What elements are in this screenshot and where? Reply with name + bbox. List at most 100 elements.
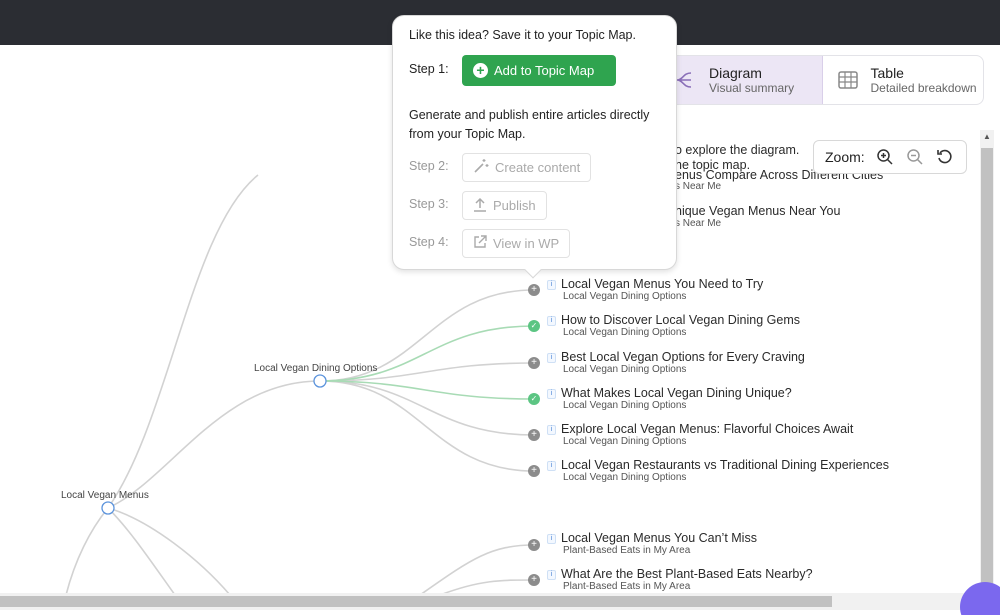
table-icon bbox=[837, 70, 859, 90]
edge-root-down3 bbox=[65, 507, 109, 596]
zoom-label: Zoom: bbox=[825, 149, 865, 165]
add-status-icon[interactable]: + bbox=[528, 284, 540, 296]
popup-intro: Like this idea? Save it to your Topic Ma… bbox=[409, 28, 636, 42]
root-node-label[interactable]: Local Vegan Menus bbox=[61, 490, 149, 501]
edge-root-dining bbox=[107, 380, 321, 509]
leaf-subtitle: Plant-Based Eats in My Area bbox=[563, 581, 691, 592]
leaf-title: What Makes Local Vegan Dining Unique? bbox=[561, 386, 792, 400]
dining-node bbox=[313, 374, 327, 388]
leaf-title: How to Discover Local Vegan Dining Gems bbox=[561, 313, 801, 327]
edge-root-up bbox=[107, 174, 259, 509]
horizontal-scrollbar[interactable] bbox=[0, 593, 980, 610]
leaf-item[interactable]: Best Local Vegan Options for Every Cravi… bbox=[561, 350, 805, 375]
info-icon[interactable]: i bbox=[547, 280, 556, 290]
info-icon[interactable]: i bbox=[547, 353, 556, 363]
partial-leaf-sub: s Near Me bbox=[675, 218, 722, 229]
upload-icon bbox=[473, 196, 487, 215]
leaf-title: Local Vegan Restaurants vs Traditional D… bbox=[561, 458, 889, 472]
edge-root-down5 bbox=[439, 579, 535, 596]
info-icon[interactable]: i bbox=[547, 425, 556, 435]
edge-root-down2 bbox=[107, 507, 231, 596]
add-status-icon[interactable]: + bbox=[528, 357, 540, 369]
check-status-icon[interactable]: ✓ bbox=[528, 320, 540, 332]
edge-dining-3 bbox=[319, 362, 535, 382]
edge-dining-2 bbox=[319, 325, 535, 382]
leaf-subtitle: Local Vegan Dining Options bbox=[563, 327, 687, 338]
partial-leaf-title[interactable]: nique Vegan Menus Near You bbox=[675, 204, 841, 218]
external-link-icon bbox=[473, 235, 487, 252]
add-status-icon[interactable]: + bbox=[528, 465, 540, 477]
view-in-wp-button[interactable]: View in WP bbox=[462, 229, 571, 258]
diagram-icon bbox=[675, 70, 697, 90]
leaf-item[interactable]: What Are the Best Plant-Based Eats Nearb… bbox=[561, 567, 813, 592]
leaf-subtitle: Local Vegan Dining Options bbox=[563, 400, 687, 411]
step4-label: Step 4: bbox=[409, 235, 449, 249]
vertical-scroll-thumb[interactable] bbox=[981, 148, 993, 588]
info-icon[interactable]: i bbox=[547, 570, 556, 580]
leaf-title: What Are the Best Plant-Based Eats Nearb… bbox=[561, 567, 813, 581]
step3-label: Step 3: bbox=[409, 197, 449, 211]
root-node bbox=[101, 501, 115, 515]
magic-wand-icon bbox=[473, 158, 489, 177]
view-in-wp-label: View in WP bbox=[493, 236, 560, 251]
horizontal-scroll-thumb[interactable] bbox=[0, 596, 832, 607]
table-view-sub: Detailed breakdown bbox=[870, 80, 977, 95]
edge-dining-5 bbox=[319, 380, 535, 436]
info-icon[interactable]: i bbox=[547, 534, 556, 544]
zoom-in-icon[interactable] bbox=[875, 147, 895, 167]
check-status-icon[interactable]: ✓ bbox=[528, 393, 540, 405]
step1-label: Step 1: bbox=[409, 62, 449, 76]
leaf-title: Explore Local Vegan Menus: Flavorful Cho… bbox=[561, 422, 854, 436]
leaf-subtitle: Local Vegan Dining Options bbox=[563, 364, 687, 375]
publish-label: Publish bbox=[493, 198, 536, 213]
info-icon[interactable]: i bbox=[547, 389, 556, 399]
popup-description: Generate and publish entire articles dir… bbox=[409, 108, 650, 141]
table-view-label: Table bbox=[870, 64, 904, 81]
leaf-item[interactable]: What Makes Local Vegan Dining Unique?Loc… bbox=[561, 386, 792, 411]
info-icon[interactable]: i bbox=[547, 316, 556, 326]
info-icon[interactable]: i bbox=[547, 461, 556, 471]
diagram-view-label: Diagram bbox=[709, 64, 762, 81]
plus-icon: + bbox=[473, 63, 488, 78]
leaf-subtitle: Local Vegan Dining Options bbox=[563, 291, 687, 302]
diagram-view-sub: Visual summary bbox=[709, 80, 795, 95]
diagram-hint-line1: o explore the diagram. bbox=[675, 143, 800, 157]
leaf-subtitle: Local Vegan Dining Options bbox=[563, 472, 687, 483]
leaf-item[interactable]: Explore Local Vegan Menus: Flavorful Cho… bbox=[561, 422, 853, 447]
edge-dining-6 bbox=[319, 380, 535, 472]
edge-root-down4 bbox=[419, 544, 535, 596]
edge-dining-1 bbox=[319, 289, 535, 382]
add-status-icon[interactable]: + bbox=[528, 539, 540, 551]
leaf-item[interactable]: Local Vegan Restaurants vs Traditional D… bbox=[561, 458, 889, 483]
partial-leaf-sub: s Near Me bbox=[675, 181, 722, 192]
add-status-icon[interactable]: + bbox=[528, 429, 540, 441]
edge-root-down1 bbox=[107, 507, 176, 596]
save-idea-popup: Like this idea? Save it to your Topic Ma… bbox=[392, 15, 677, 279]
leaf-subtitle: Plant-Based Eats in My Area bbox=[563, 545, 691, 556]
leaf-title: Local Vegan Menus You Need to Try bbox=[561, 277, 764, 291]
edge-dining-4 bbox=[319, 380, 535, 400]
scroll-up-arrow[interactable]: ▲ bbox=[983, 132, 991, 141]
add-status-icon[interactable]: + bbox=[528, 574, 540, 586]
zoom-controls: Zoom: bbox=[813, 140, 967, 174]
publish-button[interactable]: Publish bbox=[462, 191, 547, 220]
add-to-topic-map-button[interactable]: + Add to Topic Map bbox=[462, 55, 616, 86]
create-content-label: Create content bbox=[495, 160, 581, 175]
reset-zoom-icon[interactable] bbox=[935, 147, 955, 167]
zoom-out-icon[interactable] bbox=[905, 147, 925, 167]
leaf-title: Best Local Vegan Options for Every Cravi… bbox=[561, 350, 805, 364]
vertical-scrollbar[interactable]: ▲ bbox=[980, 130, 994, 593]
diagram-hint-line2: he topic map. bbox=[675, 158, 751, 172]
create-content-button[interactable]: Create content bbox=[462, 153, 592, 182]
step2-label: Step 2: bbox=[409, 159, 449, 173]
dining-node-label[interactable]: Local Vegan Dining Options bbox=[254, 363, 378, 374]
leaf-subtitle: Local Vegan Dining Options bbox=[563, 436, 687, 447]
leaf-title: Local Vegan Menus You Can’t Miss bbox=[561, 531, 757, 545]
